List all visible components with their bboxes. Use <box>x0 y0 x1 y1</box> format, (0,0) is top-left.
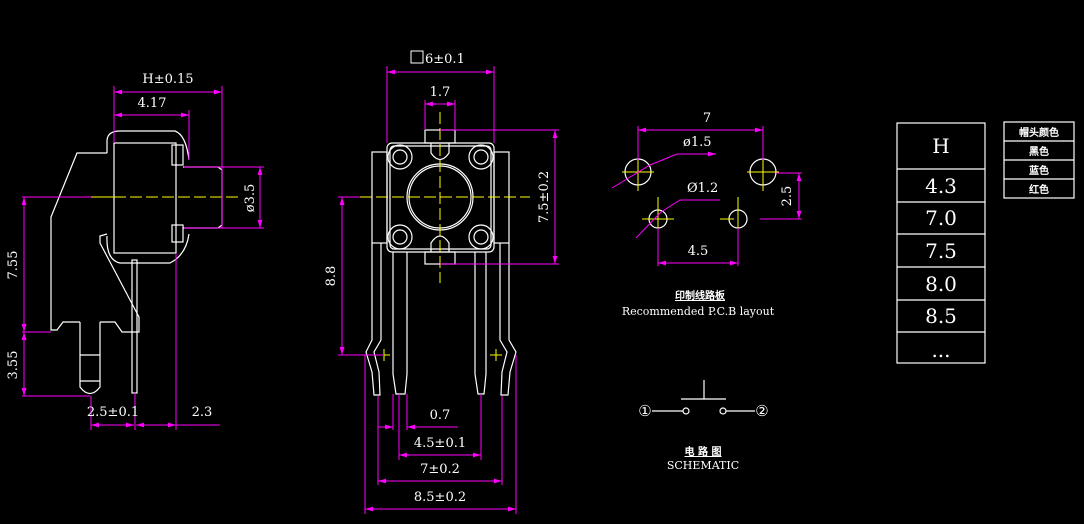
dim-body-height: 7.55 <box>6 251 21 280</box>
dim-cap: 4.17 <box>138 96 167 111</box>
terminal-2: ② <box>755 402 768 420</box>
height-header: H <box>932 134 949 158</box>
dim-vertical: 2.5 <box>780 186 795 207</box>
dim-diameter: ø3.5 <box>243 184 258 213</box>
height-value: 4.3 <box>925 174 957 198</box>
dim-offset: 2.3 <box>192 405 213 420</box>
height-table: H 4.3 7.0 7.5 8.0 8.5 ... <box>896 122 986 364</box>
front-leg-outer-left <box>365 243 382 396</box>
height-value: 8.5 <box>925 304 957 328</box>
height-value: ... <box>931 338 950 362</box>
leg-markers <box>378 349 502 361</box>
color-table: 帽头颜色 黑色 蓝色 红色 <box>1003 121 1075 199</box>
side-pin-right <box>131 259 138 394</box>
dim-small-pitch: 4.5 <box>688 244 709 259</box>
color-value: 黑色 <box>1029 145 1049 158</box>
dim-pin-pitch: 2.5±0.1 <box>87 405 139 420</box>
dim-overall: 8.5±0.2 <box>414 490 466 505</box>
color-value: 红色 <box>1029 183 1049 196</box>
color-value: 蓝色 <box>1029 164 1049 177</box>
dim-hole-pitch: 7 <box>703 111 711 126</box>
pcb-title-cn: 印制线路板 <box>675 289 726 302</box>
dim-small-hole: Ø1.2 <box>687 181 718 196</box>
terminal-1: ① <box>638 402 651 420</box>
dim-height: H±0.15 <box>142 72 193 87</box>
height-value: 7.0 <box>925 206 957 230</box>
pcb-title-en: Recommended P.C.B layout <box>622 305 775 318</box>
dim-length: 7.5±0.2 <box>537 171 552 223</box>
dim-pin-width: 0.7 <box>430 408 451 423</box>
square-symbol-icon <box>410 50 424 64</box>
side-view: H±0.15 4.17 ø3.5 7.55 3.55 2.5±0.1 2.3 <box>6 72 264 430</box>
switch-contact <box>682 407 690 415</box>
side-cap-frame <box>106 130 190 264</box>
schematic-title-en: SCHEMATIC <box>667 459 739 472</box>
side-pin-left <box>79 322 101 395</box>
front-view: 6±0.1 1.7 7.5±0.2 8.8 0.7 4.5±0.1 7±0.2 … <box>324 50 559 514</box>
schematic-title-cn: 电 路 图 <box>685 445 722 458</box>
side-detail-top <box>171 144 184 166</box>
side-detail-bottom <box>171 224 184 243</box>
side-body <box>113 142 177 254</box>
dim-inner-pitch: 4.5±0.1 <box>414 436 466 451</box>
color-header: 帽头颜色 <box>1019 126 1059 139</box>
dim-width: 6±0.1 <box>425 52 465 67</box>
dim-tab: 1.7 <box>430 85 451 100</box>
front-leg-inner-left <box>392 252 408 395</box>
front-leg-inner-right <box>474 252 487 395</box>
dim-center-height: 8.8 <box>324 266 339 287</box>
height-value: 7.5 <box>925 239 957 263</box>
dim-large-hole: ø1.5 <box>683 135 712 150</box>
dim-outer-pitch: 7±0.2 <box>420 462 460 477</box>
height-value: 8.0 <box>925 272 957 296</box>
schematic: ① ② 电 路 图 SCHEMATIC <box>638 380 769 472</box>
pcb-layout: 7 ø1.5 Ø1.2 2.5 4.5 印制线路板 Recommended P.… <box>611 111 802 318</box>
switch-contact <box>719 407 727 415</box>
front-leg-outer-right <box>499 243 517 396</box>
dim-pin-length: 3.55 <box>6 351 21 380</box>
side-housing <box>50 152 140 333</box>
corner-studs <box>387 144 494 250</box>
